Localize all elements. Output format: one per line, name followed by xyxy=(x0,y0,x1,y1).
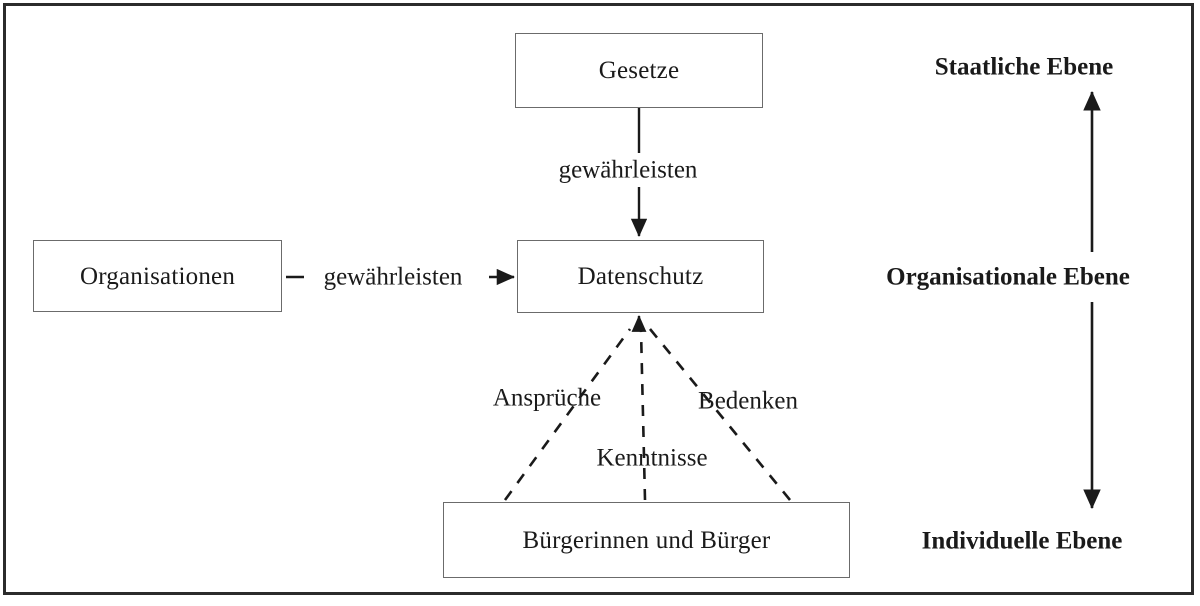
node-buerger-label: Bürgerinnen und Bürger xyxy=(522,526,771,554)
edge-label-kenntnisse: Kenntnisse xyxy=(596,444,708,472)
node-datenschutz-label: Datenschutz xyxy=(577,263,704,290)
node-gesetze-label: Gesetze xyxy=(598,57,680,84)
edge-label-ansprueche: Ansprüche xyxy=(492,384,602,412)
edge-label-gesetze-gewaehrleisten: gewährleisten xyxy=(558,156,698,184)
node-datenschutz[interactable]: Datenschutz xyxy=(517,240,764,313)
outer-frame xyxy=(3,3,1194,595)
edge-label-organisationen-gewaehrleisten: gewährleisten xyxy=(323,263,463,291)
edge-label-bedenken: Bedenken xyxy=(698,387,798,415)
node-buergerinnen-und-buerger[interactable]: Bürgerinnen und Bürger xyxy=(443,502,850,578)
node-gesetze[interactable]: Gesetze xyxy=(515,33,763,108)
level-label-individuelle-ebene: Individuelle Ebene xyxy=(921,527,1123,555)
level-label-organisationale-ebene: Organisationale Ebene xyxy=(886,263,1130,291)
level-label-staatliche-ebene: Staatliche Ebene xyxy=(934,53,1114,81)
node-organisationen-label: Organisationen xyxy=(79,262,236,290)
node-organisationen[interactable]: Organisationen xyxy=(33,240,282,312)
